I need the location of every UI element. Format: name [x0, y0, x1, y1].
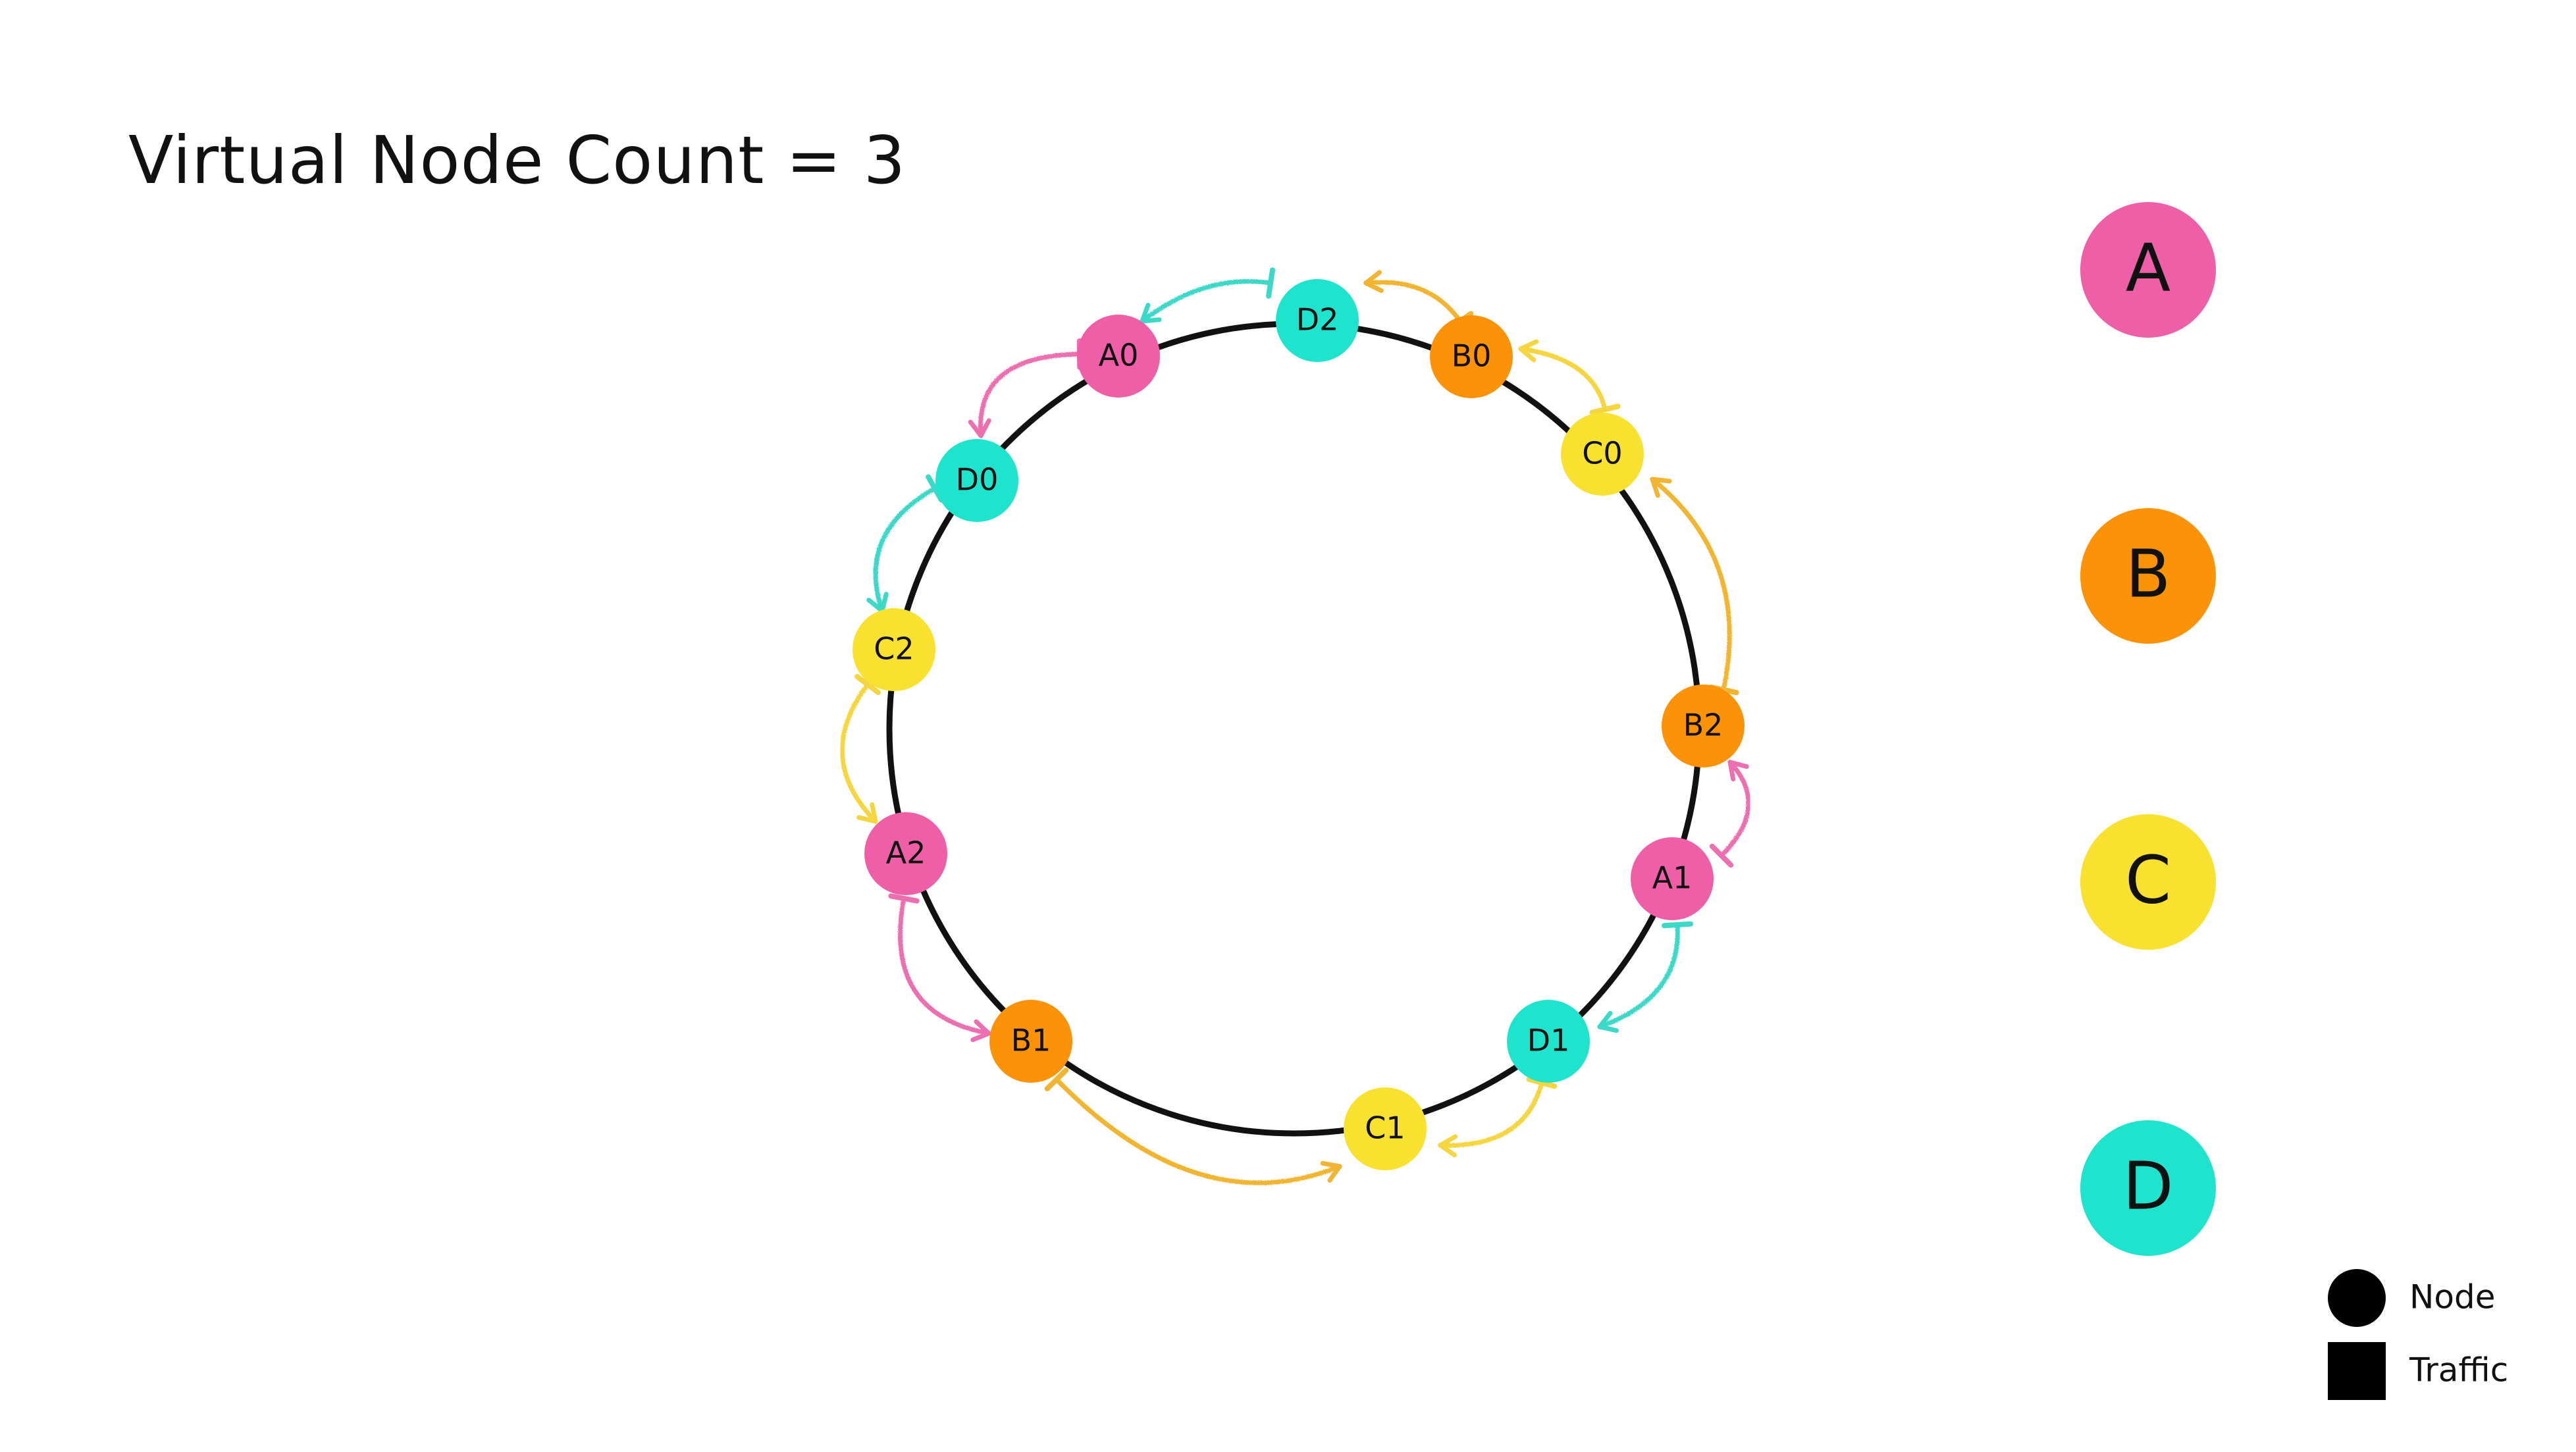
virtual-node-b1: B1 [989, 1000, 1072, 1083]
virtual-node-circle [989, 1000, 1072, 1083]
node-d: D [2080, 1120, 2216, 1256]
virtual-node-a1: A1 [1631, 837, 1714, 920]
virtual-node-label: D2 [1296, 302, 1339, 338]
virtual-node-circle [1430, 315, 1513, 398]
virtual-node-circle [1344, 1087, 1427, 1170]
legend-item-node: Node [2328, 1269, 2496, 1327]
node-label: B [2126, 535, 2171, 612]
node-label: A [2126, 229, 2170, 306]
virtual-node-circle [853, 608, 935, 691]
virtual-node-circle [1561, 413, 1644, 496]
virtual-node-c2: C2 [853, 608, 935, 691]
virtual-node-d1: D1 [1507, 1000, 1590, 1083]
node-c: C [2080, 814, 2216, 950]
virtual-node-a0: A0 [1077, 315, 1160, 398]
traffic-arrow [1709, 760, 1751, 868]
virtual-node-label: D0 [956, 462, 999, 498]
virtual-node-b0: B0 [1430, 315, 1513, 398]
node-circle [2080, 202, 2216, 338]
virtual-node-circle [935, 439, 1018, 522]
virtual-node-c0: C0 [1561, 413, 1644, 496]
virtual-node-label: C2 [874, 631, 914, 667]
traffic-arrow [1140, 267, 1275, 324]
traffic-arrows [839, 267, 1751, 1185]
traffic-arrow [1044, 1068, 1342, 1185]
legend-item-traffic: Traffic [2328, 1342, 2508, 1400]
virtual-node-c1: C1 [1344, 1087, 1427, 1170]
node-label: C [2125, 841, 2171, 918]
traffic-arrow [839, 673, 881, 824]
traffic-arrow [866, 474, 944, 613]
virtual-node-b2: B2 [1662, 685, 1745, 767]
virtual-node-label: B0 [1452, 338, 1492, 374]
node-b: B [2080, 508, 2216, 644]
node-circle [2080, 1120, 2216, 1256]
virtual-node-circle [1507, 1000, 1590, 1083]
virtual-node-label: C1 [1365, 1110, 1405, 1146]
virtual-node-label: D1 [1527, 1023, 1570, 1058]
legend-circle-icon [2328, 1269, 2386, 1327]
virtual-node-label: B2 [1683, 708, 1723, 743]
physical-nodes: A B C D [2080, 202, 2216, 1256]
traffic-arrow [888, 893, 991, 1043]
virtual-node-label: A0 [1099, 338, 1139, 373]
legend-label: Node [2409, 1278, 2496, 1316]
node-label: D [2122, 1147, 2173, 1224]
virtual-node-circle [1077, 315, 1160, 398]
traffic-arrow [1438, 1076, 1558, 1158]
virtual-node-d2: D2 [1276, 279, 1359, 362]
virtual-node-a2: A2 [864, 812, 947, 895]
virtual-node-d0: D0 [935, 439, 1018, 522]
page-title: Virtual Node Count = 3 [128, 122, 907, 199]
legend-label: Traffic [2409, 1351, 2508, 1389]
traffic-arrow [968, 338, 1083, 438]
virtual-node-label: A2 [886, 835, 926, 871]
node-a: A [2080, 202, 2216, 338]
virtual-node-label: C0 [1582, 436, 1622, 471]
virtual-node-circle [1662, 685, 1745, 767]
traffic-arrow [1597, 921, 1693, 1033]
virtual-node-circle [1276, 279, 1359, 362]
traffic-arrow [1518, 339, 1621, 415]
virtual-node-label: B1 [1011, 1023, 1051, 1058]
virtual-node-circle [864, 812, 947, 895]
virtual-node-circle [1631, 837, 1714, 920]
node-circle [2080, 508, 2216, 644]
node-circle [2080, 814, 2216, 950]
virtual-node-label: A1 [1652, 860, 1693, 896]
legend-square-icon [2328, 1342, 2386, 1400]
